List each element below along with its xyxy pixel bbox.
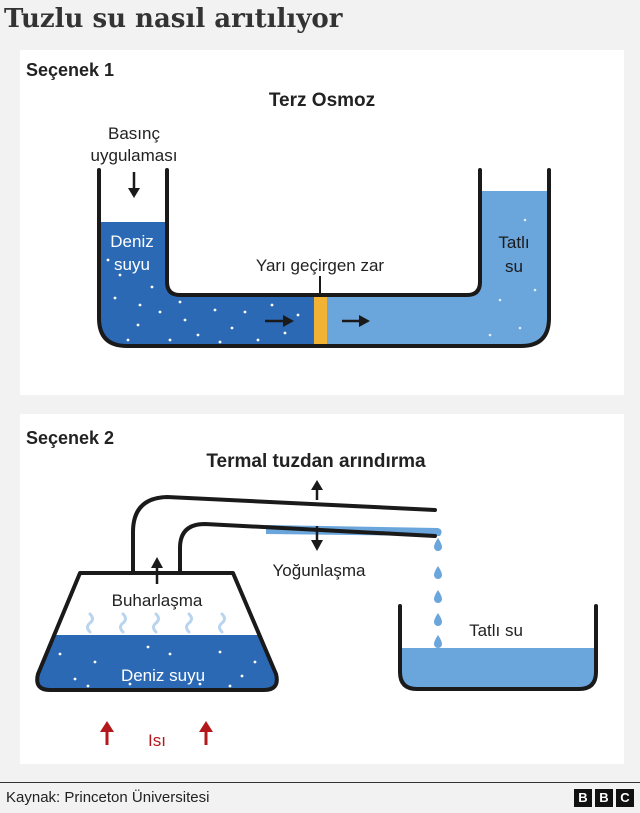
thermal-heading: Termal tuzdan arındırma	[206, 451, 426, 472]
evaporation-arrow	[151, 557, 163, 584]
reverse-osmosis-diagram: Terz Osmoz Basınç uygulaması Deniz suyu …	[91, 90, 551, 348]
u-tube-outline	[97, 168, 551, 348]
page-title: Tuzlu su nasıl arıtılıyor	[4, 4, 343, 34]
flow-arrow-left	[265, 315, 294, 327]
basin-outline	[398, 604, 598, 691]
pressure-label-line1: Basınç	[108, 124, 160, 143]
membrane-label: Yarı geçirgen zar	[256, 256, 385, 275]
basin-freshwater-fill	[400, 648, 596, 689]
freshwater-label-line1: Tatlı	[498, 233, 529, 252]
flask-salt-dots	[58, 645, 257, 688]
logo-letter: B	[574, 789, 592, 807]
seawater-label-line1: Deniz	[110, 232, 153, 251]
footer-divider	[0, 782, 640, 783]
option-2-label: Seçenek 2	[26, 428, 115, 448]
option-1-label: Seçenek 1	[26, 60, 115, 80]
evaporation-label: Buharlaşma	[112, 591, 203, 610]
bbc-logo: B B C	[574, 789, 634, 807]
basin-freshwater-label: Tatlı su	[469, 621, 523, 640]
flask-seawater-fill	[37, 635, 277, 690]
pressure-label-line2: uygulaması	[91, 146, 178, 165]
pipe-outline	[131, 495, 437, 575]
steam-squiggles	[86, 612, 226, 634]
source-credit: Kaynak: Princeton Üniversitesi	[6, 789, 210, 806]
condensation-label: Yoğunlaşma	[273, 561, 366, 580]
reverse-osmosis-heading: Terz Osmoz	[269, 90, 375, 111]
flask-seawater-label: Deniz suyu	[121, 666, 205, 685]
freshwater-label-line2: su	[505, 257, 523, 276]
option-1-panel: Seçenek 1	[20, 50, 624, 395]
option-2-panel: Seçenek 2	[20, 414, 624, 764]
flow-arrow-right	[342, 315, 370, 327]
thermal-double-arrow	[311, 480, 323, 551]
heat-label: Isı	[148, 731, 166, 750]
heat-arrow-left	[100, 721, 114, 745]
water-drops	[434, 538, 442, 648]
seawater-label-line2: suyu	[114, 255, 150, 274]
heat-arrow-right	[199, 721, 213, 745]
flask-outline	[35, 571, 279, 692]
logo-letter: C	[616, 789, 634, 807]
thermal-desalination-diagram: Termal tuzdan arındırma Yoğunlaşma Buhar…	[35, 451, 598, 750]
seawater-salt-dots	[106, 258, 300, 344]
pressure-arrow	[128, 172, 140, 198]
freshwater-dots	[488, 218, 537, 337]
logo-letter: B	[595, 789, 613, 807]
